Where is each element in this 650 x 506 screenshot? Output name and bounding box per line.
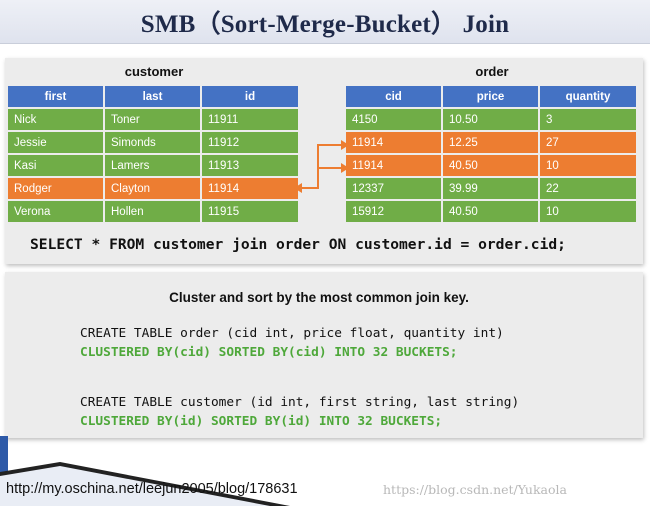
customer-cell: Jessie xyxy=(8,132,103,153)
footer-watermark: https://blog.csdn.net/Yukaola xyxy=(383,482,567,497)
footer-accent xyxy=(0,436,8,482)
order-header-price: price xyxy=(443,86,538,107)
order-cell: 40.50 xyxy=(443,155,538,176)
order-cell: 22 xyxy=(540,178,636,199)
order-cell: 39.99 xyxy=(443,178,538,199)
join-arrowhead-left xyxy=(294,183,302,193)
order-cell: 15912 xyxy=(346,201,441,222)
cluster-order-statement: CLUSTERED BY(cid) SORTED BY(cid) INTO 32… xyxy=(80,345,458,360)
order-cell: 40.50 xyxy=(443,201,538,222)
order-header-cid: cid xyxy=(346,86,441,107)
footer-source-url: http://my.oschina.net/leejun2005/blog/17… xyxy=(6,481,298,497)
sql-join-query: SELECT * FROM customer join order ON cus… xyxy=(30,236,566,253)
customer-cell: 11912 xyxy=(202,132,298,153)
join-arrowhead-top xyxy=(341,140,349,150)
customer-cell: Toner xyxy=(105,109,200,130)
customer-header-id: id xyxy=(202,86,298,107)
customer-header-last: last xyxy=(105,86,200,107)
footer-swoosh xyxy=(0,462,290,506)
customer-cell: 11911 xyxy=(202,109,298,130)
join-arrow xyxy=(294,140,349,193)
customer-cell: Nick xyxy=(8,109,103,130)
order-table-caption: order xyxy=(475,64,509,79)
order-cell: 12337 xyxy=(346,178,441,199)
order-cell: 4150 xyxy=(346,109,441,130)
title-bar: SMB（Sort-Merge-Bucket） Join xyxy=(0,0,650,44)
create-order-statement: CREATE TABLE order (cid int, price float… xyxy=(80,326,504,341)
cluster-heading: Cluster and sort by the most common join… xyxy=(169,290,469,305)
join-arrow-line xyxy=(300,144,344,189)
slide-title: SMB（Sort-Merge-Bucket） Join xyxy=(140,10,510,38)
customer-cell: Lamers xyxy=(105,155,200,176)
order-header-quantity: quantity xyxy=(540,86,636,107)
customer-cell: 11913 xyxy=(202,155,298,176)
customer-cell: 11914 xyxy=(202,178,298,199)
customer-cell: Kasi xyxy=(8,155,103,176)
create-customer-statement: CREATE TABLE customer (id int, first str… xyxy=(80,395,520,410)
order-cell: 10 xyxy=(540,155,636,176)
customer-cell: Clayton xyxy=(105,178,200,199)
customer-cell: Hollen xyxy=(105,201,200,222)
customer-table-caption: customer xyxy=(124,64,184,79)
order-cell: 11914 xyxy=(346,155,441,176)
customer-cell: Verona xyxy=(8,201,103,222)
customer-cell: 11915 xyxy=(202,201,298,222)
order-cell: 10.50 xyxy=(443,109,538,130)
order-cell: 27 xyxy=(540,132,636,153)
cluster-customer-statement: CLUSTERED BY(id) SORTED BY(id) INTO 32 B… xyxy=(80,414,443,429)
customer-header-first: first xyxy=(8,86,103,107)
order-cell: 11914 xyxy=(346,132,441,153)
cluster-panel xyxy=(5,272,643,438)
order-cell: 12.25 xyxy=(443,132,538,153)
order-cell: 10 xyxy=(540,201,636,222)
customer-cell: Rodger xyxy=(8,178,103,199)
customer-cell: Simonds xyxy=(105,132,200,153)
order-cell: 3 xyxy=(540,109,636,130)
join-arrowhead-bottom xyxy=(341,163,349,173)
